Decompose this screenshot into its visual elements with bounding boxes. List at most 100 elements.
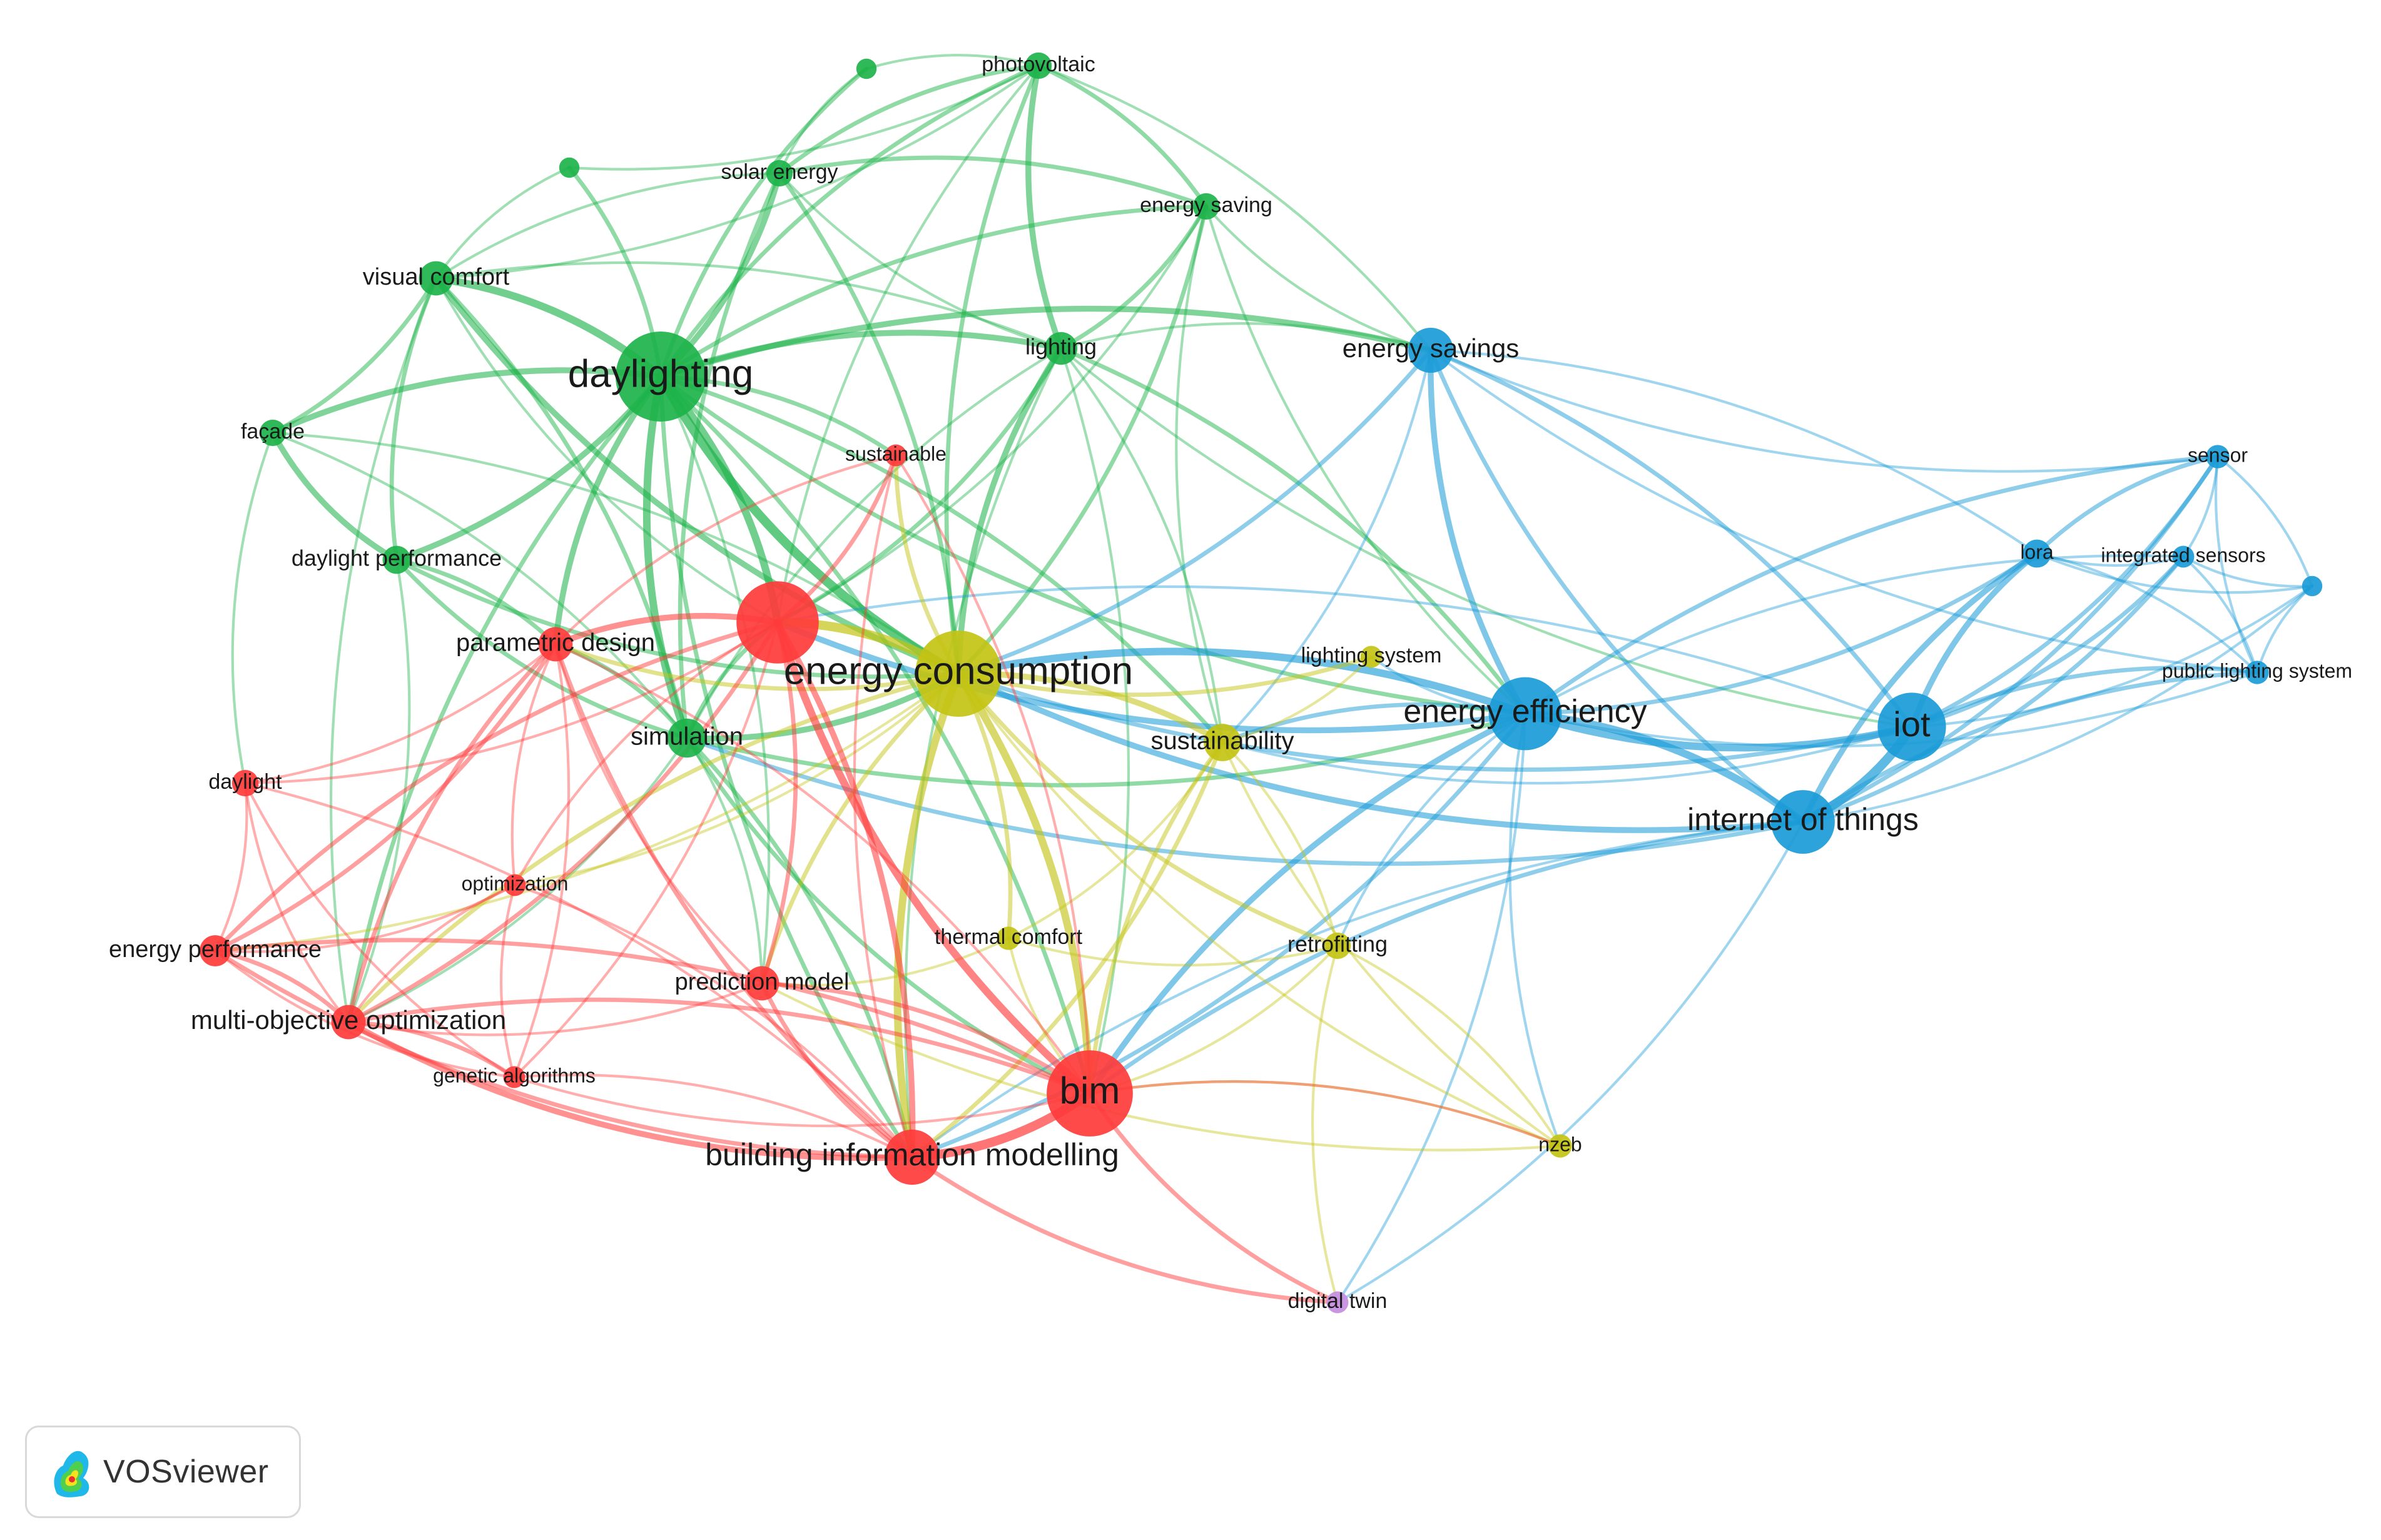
node-prediction-model[interactable] (744, 966, 779, 1001)
edge-energy_consumption-nzeb (957, 672, 1562, 1148)
edge-daylight-genetic_algorithms (243, 781, 516, 1079)
label-sustainable: sustainable (845, 442, 947, 465)
label-parametric-design: parametric design (456, 629, 655, 657)
node-bim[interactable] (1047, 1050, 1133, 1137)
node-energy-performance[interactable] (200, 935, 231, 966)
edge-energy_efficiency-sustainability (1220, 702, 1528, 745)
edge-parametric_design-prediction_model (554, 642, 764, 985)
edge-energy_performance-multi_objective_optimization (213, 948, 351, 1025)
edge-iot-integrated_sensors (1909, 554, 2186, 729)
label-genetic-algorithms: genetic algorithms (433, 1064, 596, 1087)
node-retrofitting[interactable] (1324, 932, 1351, 960)
label-energy-performance: energy performance (109, 936, 322, 963)
edge-daylighting-bim (658, 374, 1092, 1096)
edge-daylighting-building_information_modelling (658, 374, 915, 1160)
edge-optimization-genetic_algorithms (499, 883, 517, 1079)
node-lighting-system[interactable] (1360, 646, 1383, 668)
label-daylight: daylight (208, 770, 282, 794)
node-sustainable[interactable] (885, 444, 907, 467)
node-simulation[interactable] (667, 718, 707, 758)
edge-daylight-building_information_modelling (243, 781, 914, 1159)
node-daylight-performance[interactable] (382, 545, 411, 574)
node-iot[interactable] (1877, 692, 1946, 761)
edge-daylighting-prediction_model (659, 375, 771, 985)
edge-parametric_design-energy_performance (213, 642, 558, 953)
node-sustainability[interactable] (1204, 724, 1241, 761)
node-public-lighting-system[interactable] (2245, 661, 2269, 684)
edge-daylighting-daylight_performance (393, 373, 664, 563)
label-energy-saving: energy saving (1140, 193, 1272, 217)
edge-red_hub-prediction_model (759, 620, 798, 986)
edge-energy_consumption-optimization (513, 672, 960, 887)
node-parametric-design[interactable] (538, 627, 573, 662)
node-nzeb[interactable] (1548, 1134, 1572, 1158)
node-visual-comfort[interactable] (419, 261, 454, 296)
edge-iot-sensor (1909, 454, 2220, 729)
edge-energy_efficiency-energy_consumption (955, 647, 1529, 717)
node-daylight[interactable] (231, 769, 259, 797)
edge-energy_saving-lighting (1059, 204, 1209, 351)
edge-energy_consumption-lighting_system (956, 654, 1374, 697)
label-nzeb: nzeb (1538, 1133, 1581, 1155)
edge-sustainability-bim (1087, 740, 1225, 1096)
label-integrated-sensors: integrated sensors (2101, 544, 2265, 566)
node-energy-savings[interactable] (1408, 327, 1454, 373)
node-blue-unlabeled-1[interactable] (2302, 575, 2323, 597)
label-iot: iot (1893, 704, 1931, 744)
edge-solar_energy-visual_comfort (434, 171, 781, 280)
node-photovoltaic[interactable] (1025, 52, 1052, 79)
edge-sustainable-building_information_modelling (853, 453, 914, 1159)
node-facade[interactable] (259, 419, 287, 447)
edge-photovoltaic-green_unlabeled_1 (865, 54, 1040, 71)
edge-daylight_performance-multi_objective_optimization (347, 558, 411, 1024)
node-green-unlabeled-2[interactable] (559, 157, 580, 178)
edge-energy_saving-red_hub (776, 205, 1208, 624)
edge-integrated_sensors-blue_unlabeled_1 (2181, 555, 2314, 588)
label-prediction-model: prediction model (675, 969, 850, 995)
node-building-information-modelling[interactable] (884, 1129, 940, 1185)
node-optimization[interactable] (504, 874, 526, 896)
edge-red_hub-multi_objective_optimization (346, 620, 780, 1025)
edge-facade-simulation (271, 431, 689, 740)
edge-internet_of_things-lora (1800, 550, 2040, 825)
edge-energy_efficiency-nzeb (1508, 712, 1562, 1148)
node-solar-energy[interactable] (766, 160, 793, 187)
edge-thermal_comfort-retrofitting (1007, 936, 1339, 967)
edge-visual_comfort-red_hub (434, 276, 779, 624)
node-daylighting[interactable] (616, 332, 706, 422)
node-integrated-sensors[interactable] (2172, 545, 2195, 568)
node-energy-efficiency[interactable] (1488, 677, 1562, 751)
edge-internet_of_things-sensor (1800, 454, 2220, 824)
edge-integrated_sensors-public_lighting_system (2181, 555, 2259, 674)
edge-simulation-parametric_design (553, 642, 689, 741)
edges-layer (213, 54, 2314, 1305)
node-red-hub[interactable] (736, 581, 819, 664)
label-facade: façade (241, 420, 305, 443)
edge-building_information_modelling-digital_twin (910, 1155, 1340, 1305)
edge-energy_consumption-retrofitting (956, 671, 1340, 948)
edge-visual_comfort-facade (270, 276, 439, 435)
edge-visual_comfort-multi_objective_optimization (329, 276, 438, 1024)
node-green-unlabeled-1[interactable] (856, 58, 877, 79)
node-thermal-comfort[interactable] (997, 926, 1020, 950)
label-retrofitting: retrofitting (1287, 931, 1388, 957)
node-energy-saving[interactable] (1192, 193, 1220, 220)
node-sensor[interactable] (2206, 445, 2230, 469)
edge-red_hub-daylight (243, 621, 779, 785)
edge-energy_saving-energy_efficiency (1204, 205, 1527, 716)
edge-solar_energy-energy_saving (777, 155, 1209, 209)
edge-energy_saving-energy_consumption (956, 204, 1209, 676)
edge-lora-blue_unlabeled_1 (2035, 552, 2314, 594)
node-lora[interactable] (2023, 539, 2051, 568)
node-multi-objective-optimization[interactable] (331, 1005, 366, 1040)
edge-sustainable-bim (894, 453, 1092, 1095)
edge-energy_savings-energy_efficiency (1428, 347, 1528, 717)
edge-sustainability-retrofitting (1221, 741, 1339, 948)
node-energy-consumption[interactable] (915, 631, 1002, 717)
node-lighting[interactable] (1044, 332, 1078, 365)
edge-nzeb-prediction_model (760, 981, 1562, 1152)
node-genetic-algorithms[interactable] (503, 1066, 525, 1088)
node-internet-of-things[interactable] (1771, 790, 1835, 854)
edge-genetic_algorithms-bim (512, 1075, 1092, 1128)
node-digital-twin[interactable] (1326, 1291, 1349, 1314)
